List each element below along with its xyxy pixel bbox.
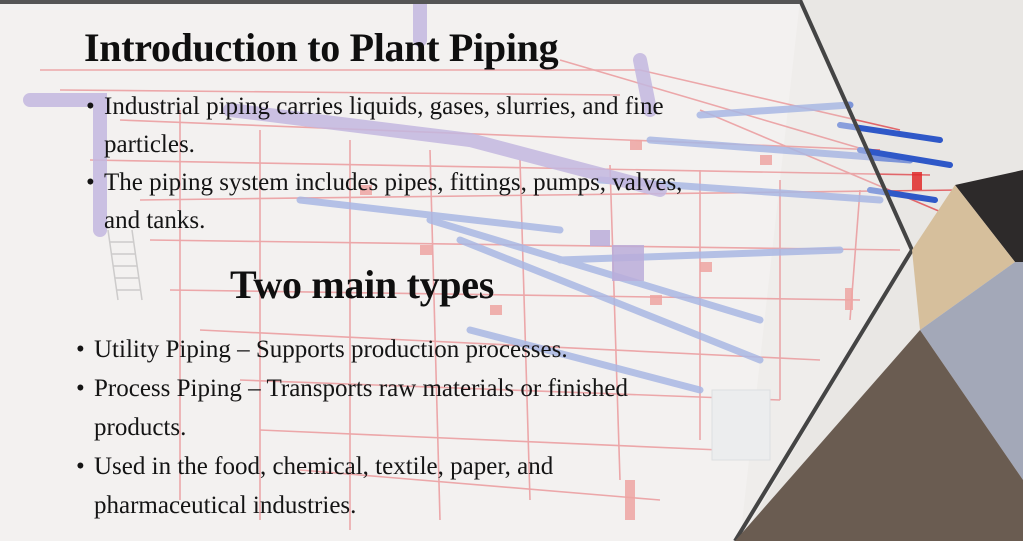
intro-bullet-list: Industrial piping carries liquids, gases… (86, 88, 686, 240)
types-bullet-list: Utility Piping – Supports production pro… (76, 330, 696, 525)
slide-title: Introduction to Plant Piping (84, 25, 559, 70)
section-heading: Two main types (230, 262, 494, 307)
bullet-item: Industrial piping carries liquids, gases… (86, 88, 686, 164)
bullet-item: Used in the food, chemical, textile, pap… (76, 447, 696, 525)
bullet-item: The piping system includes pipes, fittin… (86, 164, 686, 240)
bullet-item: Utility Piping – Supports production pro… (76, 330, 696, 369)
bullet-item: Process Piping – Transports raw material… (76, 369, 696, 447)
